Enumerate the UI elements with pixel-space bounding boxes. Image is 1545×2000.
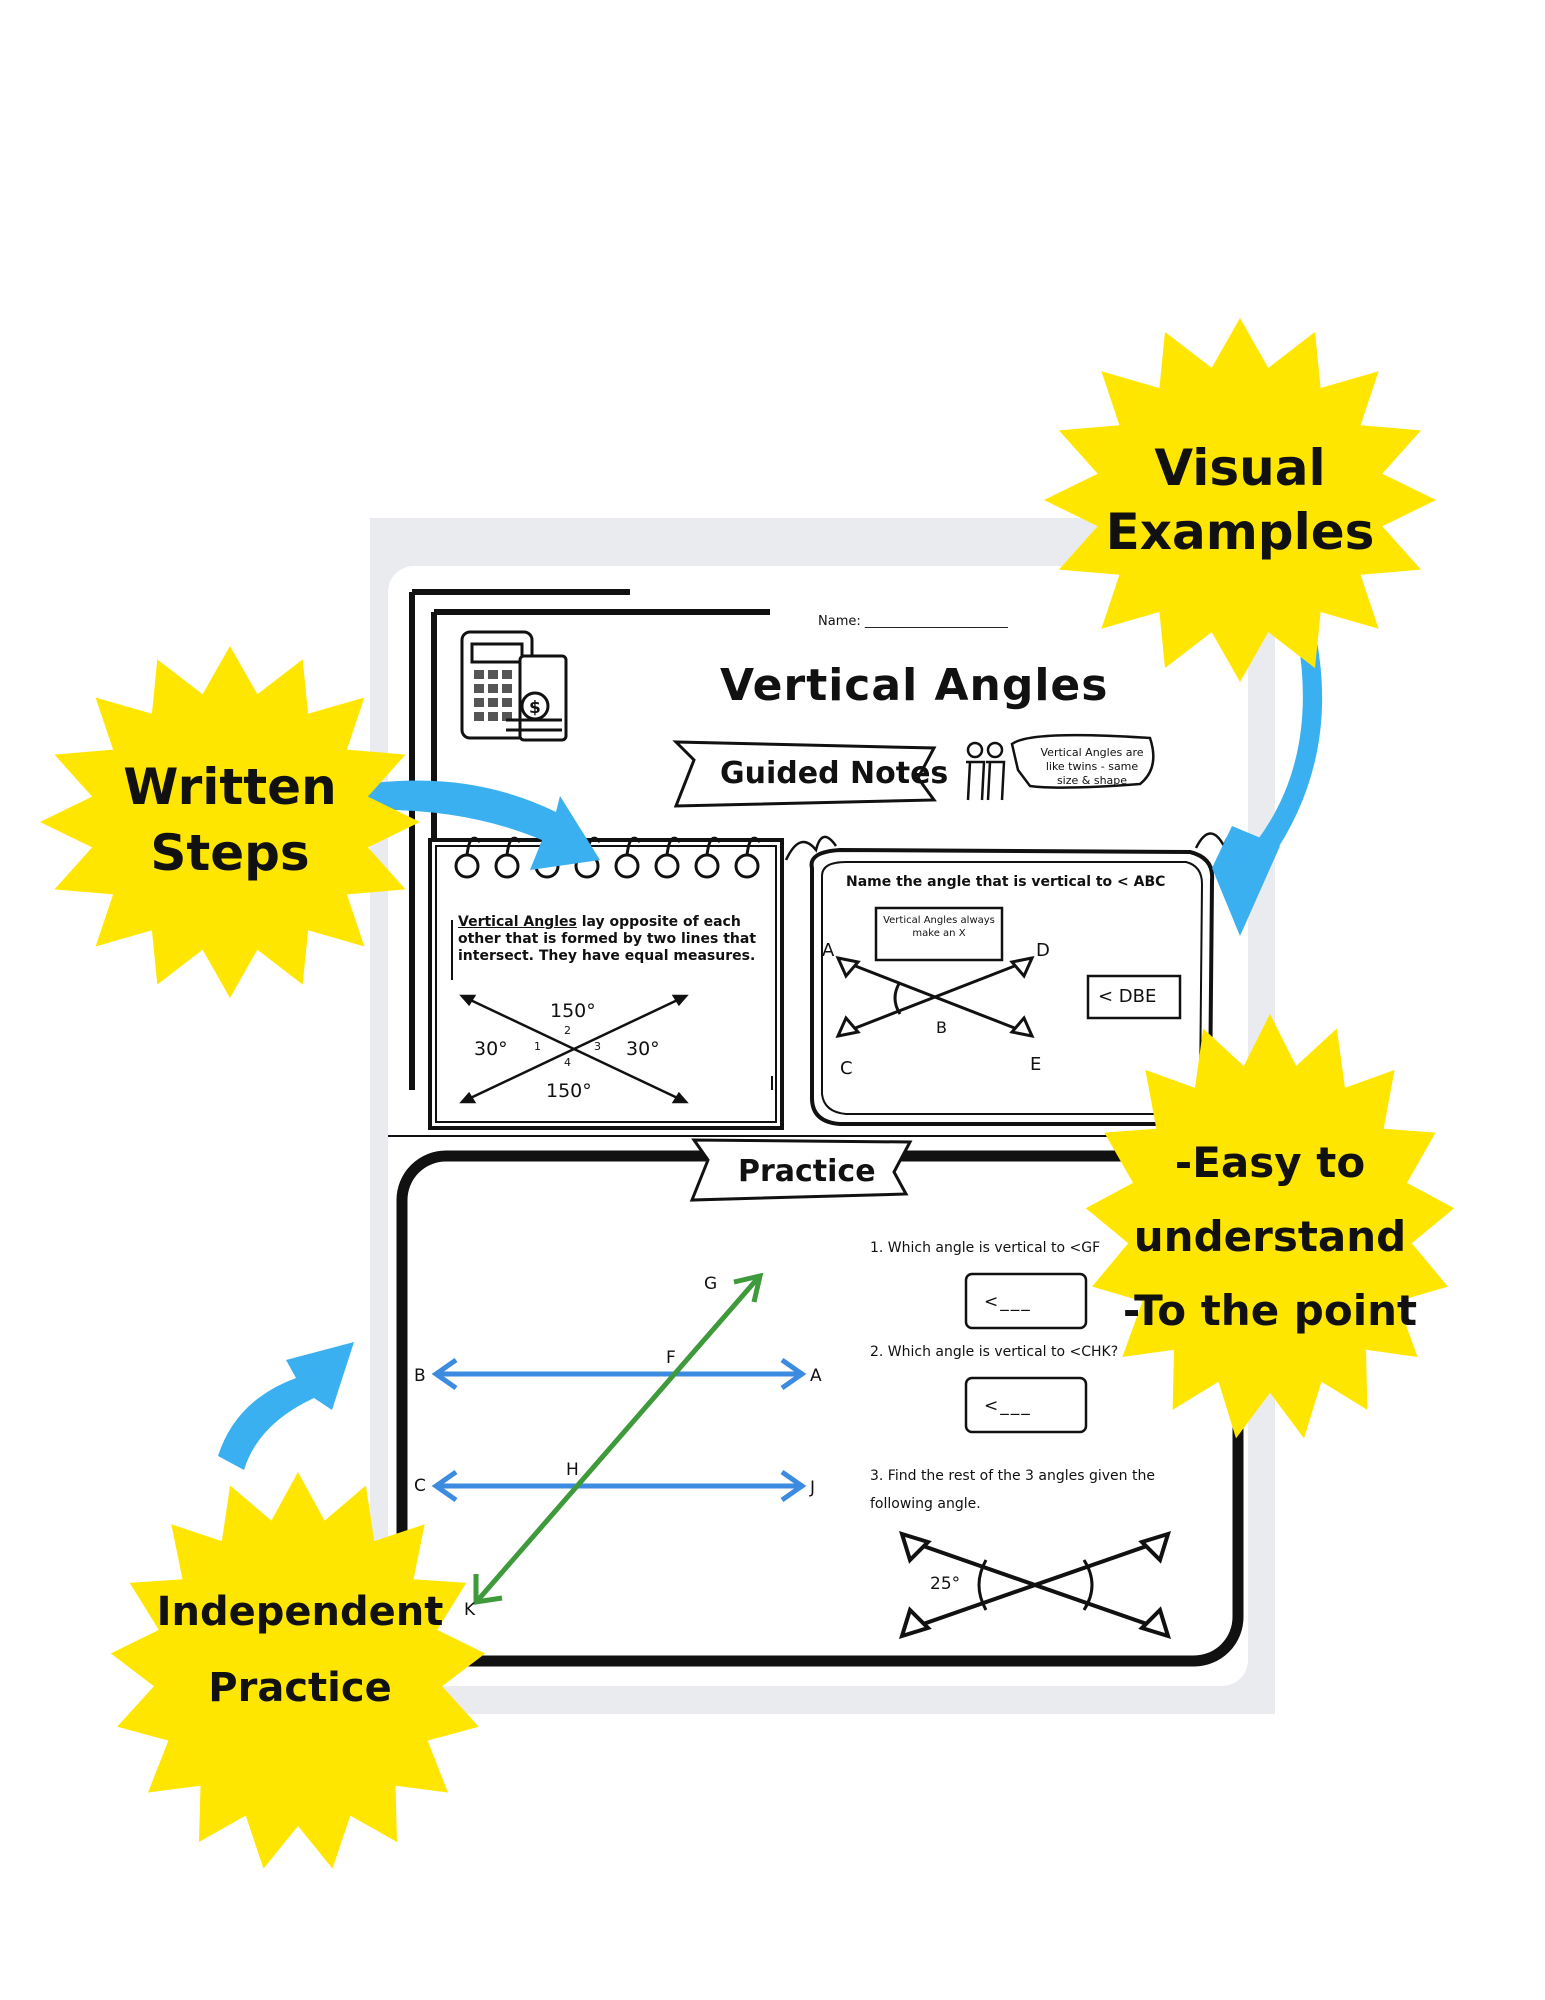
callout-written-line1: Written: [123, 758, 337, 816]
callout-easy-line2: understand: [1133, 1212, 1407, 1261]
example-label-e: E: [1030, 1054, 1042, 1075]
twins-note-bubble: [1010, 733, 1155, 789]
angle-number-4: 4: [564, 1056, 571, 1069]
q1-blank: <___: [984, 1292, 1032, 1312]
practice-label-c: C: [414, 1476, 426, 1496]
question-1: 1. Which angle is vertical to <GF: [870, 1240, 1101, 1256]
parallel-lines-diagram: [431, 1272, 807, 1605]
example-label-b: B: [936, 1018, 947, 1037]
practice-label-a: A: [810, 1366, 822, 1386]
callout-independent-practice: Independent Practice: [140, 1574, 460, 1726]
callout-easy-line3: -To the point: [1122, 1286, 1418, 1335]
definition-body: lay opposite of each other that is forme…: [458, 914, 757, 964]
example-prompt: Name the angle that is vertical to < ABC: [846, 874, 1166, 890]
intersecting-lines-diagram: [459, 994, 689, 1104]
q3-x-diagram: [898, 1530, 1172, 1640]
definition-text: Vertical Angles lay opposite of each oth…: [458, 914, 776, 965]
q2-answer-box: [964, 1376, 1088, 1434]
angle-number-1: 1: [534, 1040, 541, 1053]
practice-banner-shape: [689, 1138, 913, 1202]
practice-label-f: F: [666, 1348, 676, 1368]
practice-label-g: G: [704, 1274, 718, 1294]
starburst-independent: [110, 1472, 486, 1869]
example-answer-box: [1086, 974, 1182, 1020]
angle-top-label: 150°: [550, 1000, 596, 1022]
calculator-icon: $: [460, 630, 568, 742]
question-2: 2. Which angle is vertical to <CHK?: [870, 1344, 1119, 1360]
callout-visual-line1: Visual: [1154, 439, 1326, 497]
callout-independent-line1: Independent: [156, 1589, 444, 1635]
example-x-diagram: [835, 955, 1035, 1039]
definition-term: Vertical Angles: [458, 914, 577, 930]
callout-independent-line2: Practice: [208, 1665, 392, 1711]
practice-label-k: K: [464, 1600, 476, 1620]
callout-written-steps: Written Steps: [90, 754, 370, 886]
practice-label-b: B: [414, 1366, 426, 1386]
callout-visual-line2: Examples: [1105, 503, 1375, 561]
question-3: 3. Find the rest of the 3 angles given t…: [870, 1468, 1155, 1512]
angle-number-3: 3: [594, 1040, 601, 1053]
practice-banner-label: Practice: [738, 1154, 876, 1189]
svg-text:$: $: [529, 698, 541, 718]
example-hint-text: Vertical Angles always make an X: [883, 915, 995, 939]
q3-given-angle: 25°: [930, 1574, 961, 1594]
callout-easy-line1: -Easy to: [1174, 1138, 1366, 1187]
angle-number-2: 2: [564, 1024, 571, 1037]
angle-bottom-label: 150°: [546, 1080, 592, 1102]
practice-label-j: J: [810, 1478, 816, 1498]
starburst-easy: [1085, 1014, 1455, 1439]
twins-icon: [966, 741, 1006, 801]
notebook-margin-line: [451, 920, 773, 1090]
callout-written-line2: Steps: [150, 824, 310, 882]
worksheet-title: Vertical Angles: [720, 660, 1109, 711]
practice-label-h: H: [566, 1460, 579, 1480]
callout-easy-to-understand: -Easy to understand -To the point: [1110, 1126, 1430, 1348]
example-label-a: A: [822, 940, 835, 961]
angle-left-label: 30°: [474, 1038, 508, 1060]
angle-right-label: 30°: [626, 1038, 660, 1060]
twins-note-text: Vertical Angles are like twins - same si…: [1040, 746, 1144, 787]
starburst-written: [40, 646, 420, 998]
guided-notes-banner-label: Guided Notes: [720, 756, 949, 791]
callout-visual-examples: Visual Examples: [1090, 436, 1390, 564]
q2-blank: <___: [984, 1396, 1032, 1416]
starburst-visual: [1044, 318, 1436, 682]
example-label-c: C: [840, 1058, 853, 1079]
example-label-d: D: [1036, 940, 1050, 961]
example-hint-box: [874, 906, 1004, 962]
example-answer-text: < DBE: [1098, 986, 1157, 1007]
name-field-label: Name: ______________________: [818, 614, 1008, 629]
guided-notes-banner-shape: [672, 740, 937, 808]
q1-answer-box: [964, 1272, 1088, 1330]
notebook-box: [428, 838, 784, 1130]
